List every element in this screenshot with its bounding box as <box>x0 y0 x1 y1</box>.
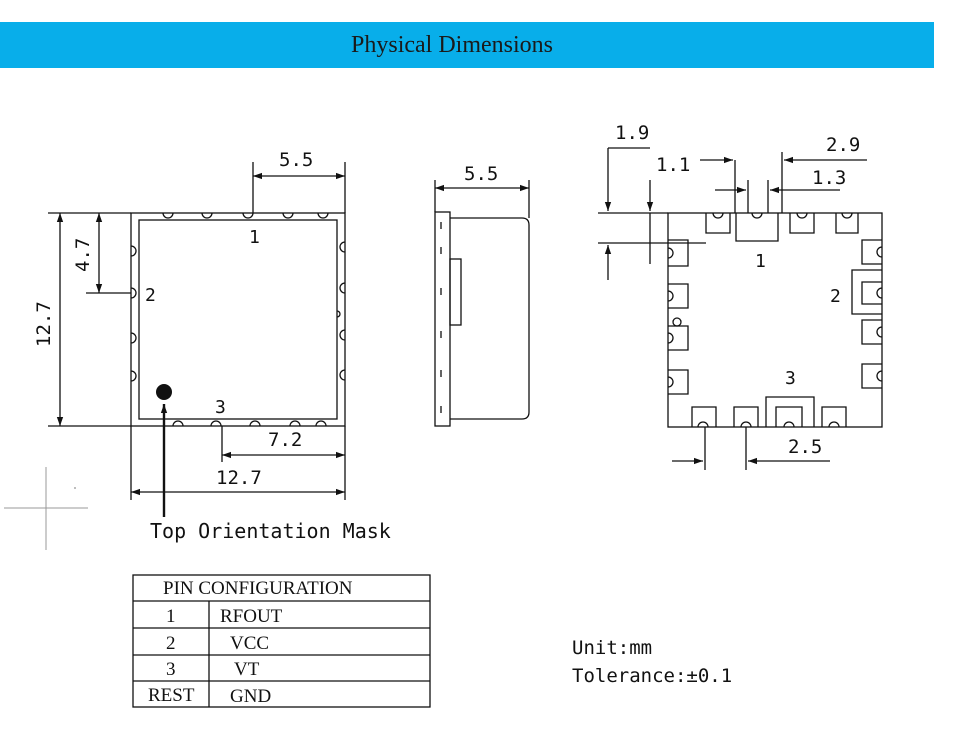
bottom-left-pads <box>668 239 689 395</box>
orientation-mark-dot <box>156 384 172 400</box>
table-pin-cell: 2 <box>166 633 176 654</box>
bottom-top-holes <box>712 212 853 219</box>
top-view-inner <box>138 219 338 420</box>
bottom-right-holes <box>876 246 883 382</box>
left-castellations <box>130 245 137 382</box>
bottom-bottom-holes <box>697 421 840 428</box>
top-pin2-label: 2 <box>145 285 156 306</box>
top-pin3-label: 3 <box>215 397 226 418</box>
bottom-bottom-pads <box>691 406 847 427</box>
side-view-tab <box>449 258 462 326</box>
table-func-cell: VCC <box>230 633 269 654</box>
pin-configuration-table: PIN CONFIGURATION 1 RFOUT 2 VCC 3 VT RES… <box>132 574 431 708</box>
side-view-can <box>450 217 530 420</box>
page-title: Physical Dimensions <box>351 31 553 58</box>
table-pin-cell: REST <box>148 685 195 706</box>
bottom-top-pads <box>705 213 859 234</box>
top-view-outline <box>130 212 346 427</box>
table-header: PIN CONFIGURATION <box>163 578 353 599</box>
dim-top-total-width: 12.7 <box>216 467 262 489</box>
table-pin-cell: 3 <box>166 659 176 680</box>
bottom-pad3 <box>765 396 815 427</box>
bottom-pin2-label: 2 <box>830 286 841 307</box>
bottom-pad1-outer <box>735 213 779 242</box>
bottom-pin3-label: 3 <box>785 368 796 389</box>
top-castellations <box>162 212 329 219</box>
dim-bottom-d1: 1.9 <box>615 122 649 144</box>
bottom-castellations <box>172 420 327 427</box>
bottom-view-outline <box>667 212 883 428</box>
bottom-pin1-label: 1 <box>755 251 766 272</box>
dim-side-height: 5.5 <box>464 163 498 185</box>
top-view: 1 2 3 5.5 12.7 4.7 7.2 12.7 Top Orientat… <box>33 149 391 543</box>
bottom-pad2 <box>851 269 882 315</box>
bottom-orientation-circle <box>672 317 682 327</box>
table-func-cell: RFOUT <box>220 606 283 627</box>
right-castellations <box>339 241 346 381</box>
bottom-left-holes <box>667 247 674 388</box>
dim-top-height-small: 4.7 <box>72 238 94 272</box>
table-pin-cell: 1 <box>166 606 176 627</box>
table-func-cell: GND <box>230 686 271 707</box>
dim-top-width: 5.5 <box>279 149 313 171</box>
right-small-notch <box>336 310 341 318</box>
unit-note: Unit:mm <box>572 637 652 659</box>
dim-bottom-d5: 2.5 <box>788 436 822 458</box>
dim-bottom-d4: 1.3 <box>812 167 846 189</box>
dim-bottom-d3: 2.9 <box>826 134 860 156</box>
tolerance-note: Tolerance:±0.1 <box>572 665 732 687</box>
title-banner: Physical Dimensions <box>0 22 934 68</box>
side-view-pcb <box>434 211 451 427</box>
dim-bottom-d2: 1.1 <box>656 154 690 176</box>
dim-pin3-offset: 7.2 <box>268 429 302 451</box>
crosshair-mark <box>4 467 88 550</box>
side-view: 5.5 <box>434 163 530 427</box>
bottom-view: 1 2 3 1.9 1.1 2.9 1.3 2.5 <box>598 122 883 470</box>
dim-top-height: 12.7 <box>33 301 55 347</box>
table-func-cell: VT <box>234 659 260 680</box>
orientation-caption: Top Orientation Mask <box>150 519 391 543</box>
bottom-right-pads <box>861 239 882 389</box>
top-pin1-label: 1 <box>249 227 260 248</box>
